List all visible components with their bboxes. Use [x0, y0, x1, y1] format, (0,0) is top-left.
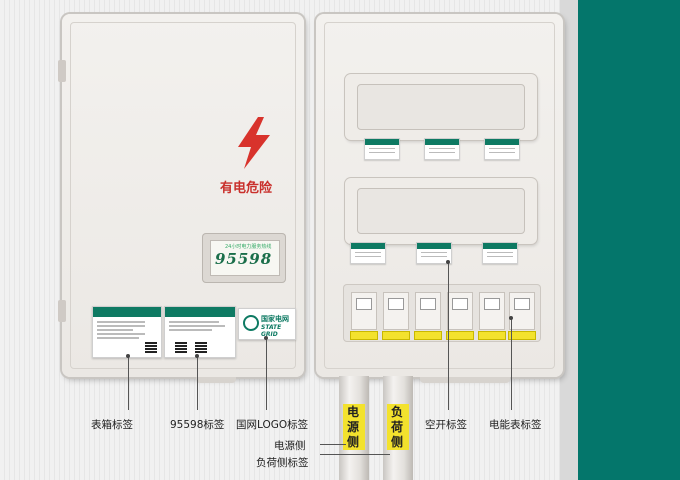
cover-window — [357, 188, 525, 234]
breaker-tag — [482, 242, 518, 264]
power-side-sleeve — [343, 404, 365, 450]
hinge — [58, 300, 66, 322]
label-header — [93, 307, 161, 317]
caption-logo-label: 国网LOGO标签 — [236, 419, 309, 431]
load-side-sleeve-text: 负荷侧 — [391, 405, 404, 449]
side-panel — [578, 0, 680, 480]
leader-line — [320, 454, 390, 455]
leader-line — [128, 356, 129, 410]
breaker-tag — [416, 242, 452, 264]
door-panel — [324, 22, 555, 369]
state-grid-logo-icon — [243, 315, 259, 331]
qr-code-icon — [145, 341, 157, 353]
caption-power-side: 电源侧 — [274, 440, 306, 452]
cable-entry — [196, 377, 236, 383]
leader-dot — [446, 260, 450, 264]
danger-warning-text: 有电危险 — [220, 181, 273, 196]
leader-line — [448, 262, 449, 410]
breaker-tag — [364, 138, 400, 160]
energy-meter — [478, 292, 506, 340]
leader-line — [197, 356, 198, 410]
load-side-sleeve — [387, 404, 409, 450]
caption-meter-box-label: 表箱标签 — [91, 419, 133, 431]
label-header — [165, 307, 235, 317]
cover-window — [357, 84, 525, 130]
hotline-caption: 24小时电力服务热线 — [225, 244, 272, 250]
logo-text-en: STATE GRID — [261, 324, 282, 338]
wall-edge — [560, 0, 578, 480]
leader-line — [320, 444, 346, 445]
hinge — [58, 60, 66, 82]
leader-line — [266, 338, 267, 410]
caption-95598-label: 95598标签 — [170, 419, 225, 431]
breaker-tag — [350, 242, 386, 264]
energy-meter — [382, 292, 410, 340]
leader-dot — [195, 354, 199, 358]
hotline-card: 24小时电力服务热线 95598 — [210, 240, 280, 276]
qr-code-icon — [175, 341, 187, 353]
leader-dot — [264, 336, 268, 340]
caption-breaker-label: 空开标签 — [425, 419, 467, 431]
breaker-tag — [484, 138, 520, 160]
95598-label — [164, 306, 236, 358]
caption-load-side-label: 负荷侧标签 — [256, 457, 309, 469]
hotline-number: 95598 — [215, 250, 273, 268]
state-grid-logo-label: 国家电网 STATE GRID — [238, 308, 296, 340]
cable-entry — [420, 377, 510, 383]
energy-meter — [446, 292, 474, 340]
breaker-cover-bottom[interactable] — [345, 178, 537, 244]
meter-box-label — [92, 306, 162, 358]
leader-line — [511, 318, 512, 410]
qr-code-icon — [195, 341, 207, 353]
energy-meter — [508, 292, 536, 340]
energy-meter — [414, 292, 442, 340]
logo-text-cn: 国家电网 — [261, 315, 289, 323]
door-panel — [70, 22, 296, 369]
energy-meter — [350, 292, 378, 340]
leader-dot — [509, 316, 513, 320]
breaker-cover-top[interactable] — [345, 74, 537, 140]
leader-dot — [126, 354, 130, 358]
breaker-tag — [424, 138, 460, 160]
energy-meter-row — [343, 284, 541, 342]
caption-energy-meter-label: 电能表标签 — [489, 419, 542, 431]
lightning-bolt-icon — [238, 117, 270, 169]
power-side-sleeve-text: 电源侧 — [347, 405, 360, 449]
